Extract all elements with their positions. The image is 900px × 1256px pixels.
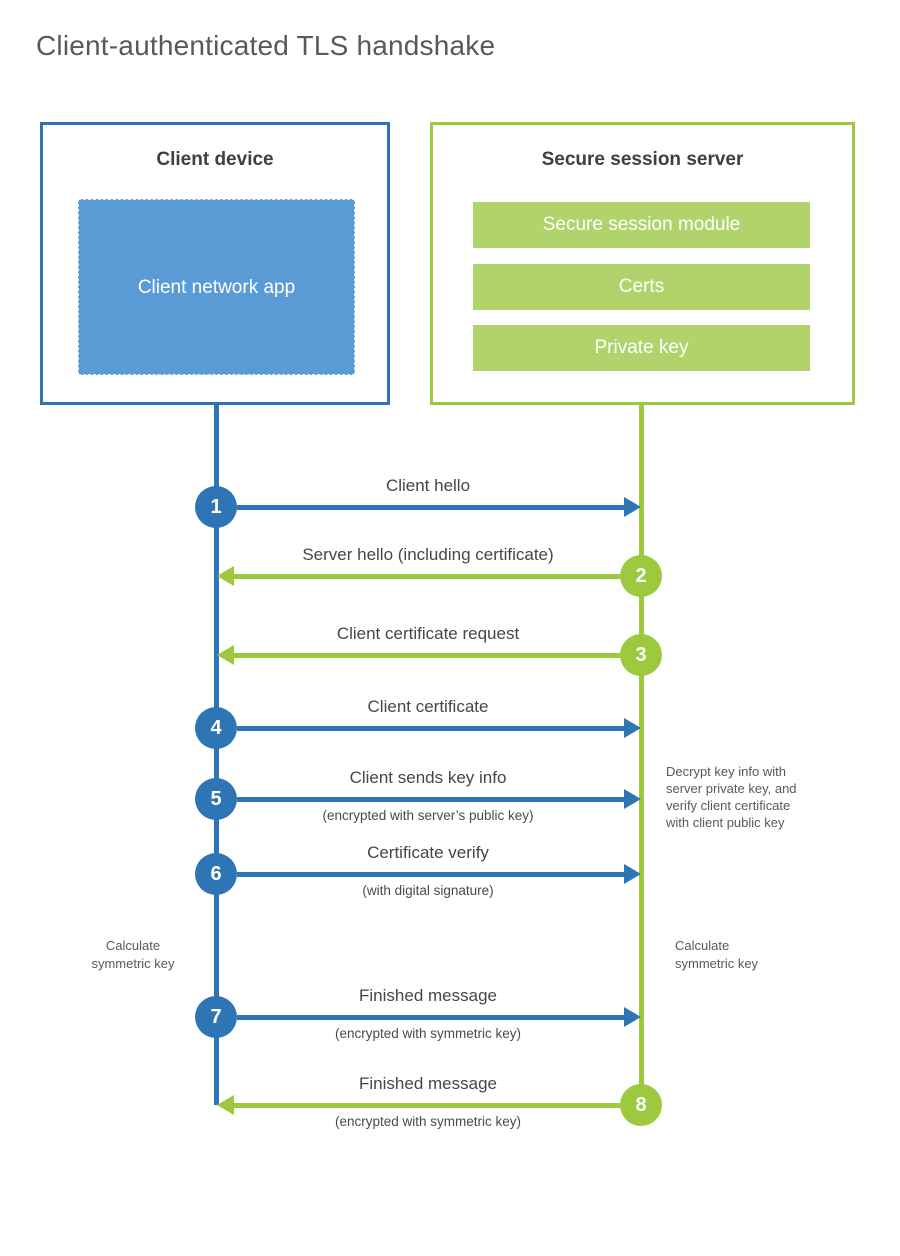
client-lifeline xyxy=(214,405,219,1105)
message-label: Client sends key info xyxy=(349,768,507,787)
arrowhead-left-icon xyxy=(217,566,234,586)
server-module-label: Private key xyxy=(594,337,689,358)
message-arrow xyxy=(234,574,620,579)
client-network-app-label: Client network app xyxy=(137,276,296,298)
message-arrow xyxy=(237,726,624,731)
arrowhead-left-icon xyxy=(217,645,234,665)
step-number-badge: 5 xyxy=(195,778,237,820)
step-number-badge: 4 xyxy=(195,707,237,749)
message-sublabel: (encrypted with server’s public key) xyxy=(322,808,534,823)
server-module-label: Secure session module xyxy=(542,214,741,235)
message-sublabel: (with digital signature) xyxy=(362,883,494,898)
message-arrow xyxy=(237,797,624,802)
client-device-title: Client device xyxy=(156,149,274,170)
message-sublabel: (encrypted with symmetric key) xyxy=(334,1114,522,1129)
arrowhead-right-icon xyxy=(624,718,641,738)
calc-symmetric-key-note-client: Calculate symmetric key xyxy=(91,938,175,971)
decrypt-note: Decrypt key info with server private key… xyxy=(666,764,797,830)
message-arrow xyxy=(234,653,620,658)
page-title: Client-authenticated TLS handshake xyxy=(36,30,496,61)
step-number-badge: 1 xyxy=(195,486,237,528)
message-label: Client hello xyxy=(385,476,471,495)
message-label: Client certificate request xyxy=(336,624,520,643)
message-label: Client certificate xyxy=(367,697,489,716)
step-number-badge: 8 xyxy=(620,1084,662,1126)
step-number-badge: 3 xyxy=(620,634,662,676)
message-arrow xyxy=(237,1015,624,1020)
step-number-badge: 2 xyxy=(620,555,662,597)
message-label: Certificate verify xyxy=(367,843,489,862)
server-module-label: Certs xyxy=(618,276,665,297)
message-sublabel: (encrypted with symmetric key) xyxy=(334,1026,522,1041)
message-label: Finished message xyxy=(359,986,497,1005)
server-lifeline xyxy=(639,405,644,1107)
step-number-badge: 6 xyxy=(195,853,237,895)
server-module-bar: Private key xyxy=(473,325,810,371)
server-module-bar: Certs xyxy=(473,264,810,310)
calc-symmetric-key-note-server: Calculate symmetric key xyxy=(675,938,759,971)
step-number-badge: 7 xyxy=(195,996,237,1038)
arrowhead-left-icon xyxy=(217,1095,234,1115)
message-arrow xyxy=(237,505,624,510)
arrowhead-right-icon xyxy=(624,497,641,517)
server-module-bar: Secure session module xyxy=(473,202,810,248)
message-arrow xyxy=(234,1103,620,1108)
arrowhead-right-icon xyxy=(624,789,641,809)
client-network-app-box: Client network app xyxy=(78,199,355,375)
arrowhead-right-icon xyxy=(624,864,641,884)
server-title: Secure session server xyxy=(541,149,744,170)
message-label: Server hello (including certificate) xyxy=(302,545,554,564)
message-label: Finished message xyxy=(359,1074,497,1093)
message-arrow xyxy=(237,872,624,877)
arrowhead-right-icon xyxy=(624,1007,641,1027)
